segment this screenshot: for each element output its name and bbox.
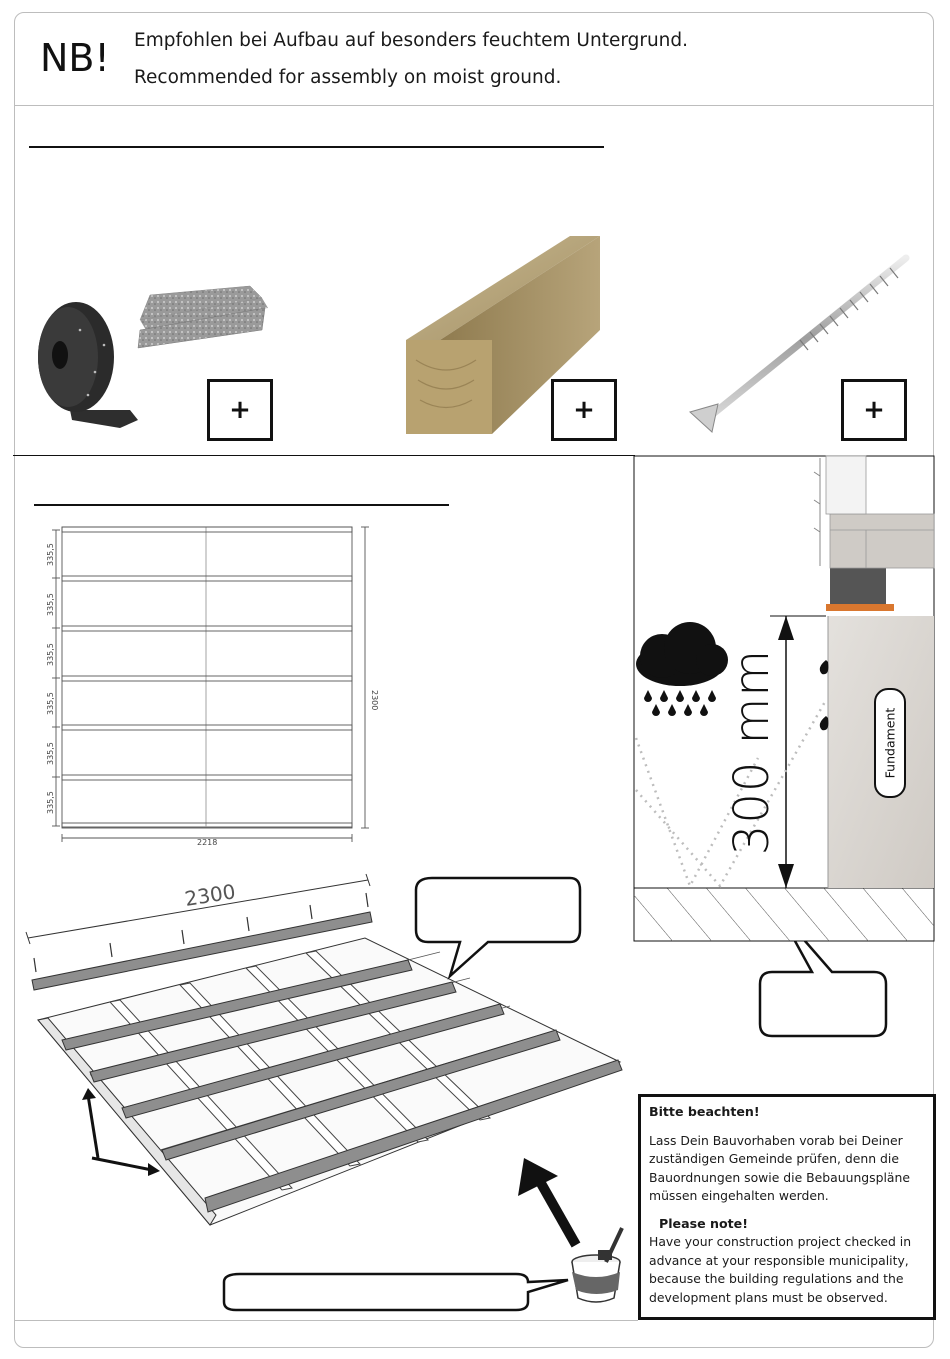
- plan-width-label: 2218: [197, 838, 217, 847]
- fundament-label: Fundament: [874, 688, 906, 798]
- iso-drawing: [25, 873, 624, 1303]
- plan-drawing: [52, 526, 369, 842]
- header-text-en: Recommended for assembly on moist ground…: [134, 67, 562, 88]
- plan-spacing-label: 335,5: [46, 742, 55, 765]
- add-beam-button[interactable]: +: [551, 379, 617, 441]
- note-body-de: Lass Dein Bauvorhaben vorab bei Deiner z…: [649, 1132, 910, 1204]
- iso-length-label: 2300: [183, 879, 237, 911]
- plan-spacing-label: 335,5: [46, 692, 55, 715]
- plan-height-label: 2300: [370, 690, 379, 710]
- timber-beam-icon: [406, 236, 600, 434]
- materials-rule: [29, 146, 604, 148]
- header-divider: [14, 105, 934, 106]
- header-text-de: Empfohlen bei Aufbau auf besonders feuch…: [134, 30, 689, 51]
- plan-spacing-label: 335,5: [46, 593, 55, 616]
- nb-heading: NB!: [40, 36, 110, 80]
- section-divider: [13, 455, 635, 456]
- plan-spacing-label: 335,5: [46, 543, 55, 566]
- add-screw-button[interactable]: +: [841, 379, 907, 441]
- add-rubber-button[interactable]: +: [207, 379, 273, 441]
- plan-spacing-label: 335,5: [46, 643, 55, 666]
- foundation-height-label: 300 mm: [724, 648, 780, 856]
- paint-bucket-icon: [571, 1227, 624, 1303]
- rubber-roll-icon: [38, 302, 138, 428]
- screw-icon: [688, 254, 910, 433]
- note-box: Bitte beachten! Lass Dein Bauvorhaben vo…: [638, 1094, 936, 1320]
- note-title-de: Bitte beachten!: [649, 1104, 760, 1119]
- rain-cloud-icon: [636, 622, 728, 716]
- assembly-rule: [34, 504, 449, 506]
- plan-spacing-label: 335,5: [46, 791, 55, 814]
- note-title-en: Please note!: [659, 1215, 748, 1231]
- footer-divider: [14, 1320, 638, 1321]
- foundation-detail: [633, 455, 935, 942]
- rubber-pads-icon: [137, 285, 268, 349]
- note-body-en: Have your construction project checked i…: [649, 1234, 912, 1305]
